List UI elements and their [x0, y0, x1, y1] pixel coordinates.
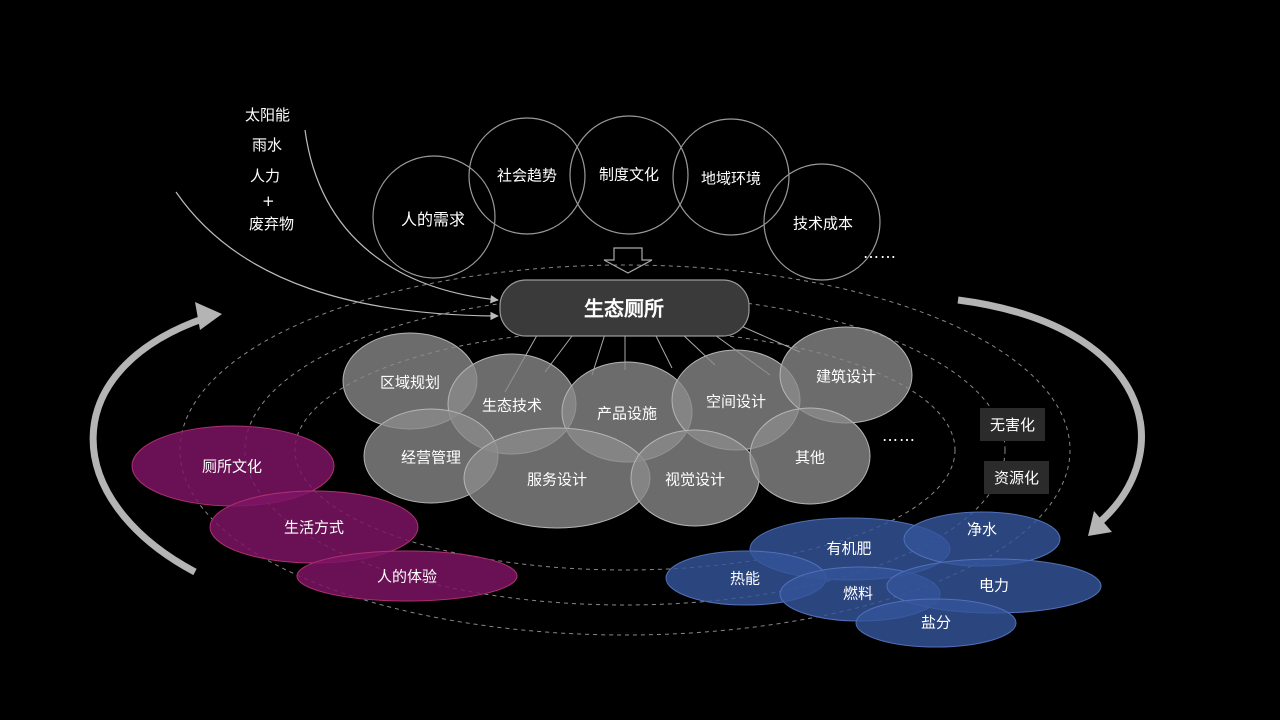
factor-label: 人的需求: [400, 210, 466, 229]
left-cycle-arrow: [89, 314, 207, 576]
center-title: 生态厕所: [584, 296, 664, 321]
culture-label: 厕所文化: [201, 457, 263, 476]
component-label: 视觉设计: [664, 470, 726, 489]
component-label: 空间设计: [705, 392, 767, 411]
output-label: 盐分: [920, 613, 952, 632]
component-label: 经营管理: [400, 448, 462, 467]
component-label: 建筑设计: [815, 367, 877, 386]
input-rain: 雨水: [252, 136, 283, 154]
input-solar: 太阳能: [245, 106, 291, 124]
factor-label: 制度文化: [598, 165, 660, 184]
tag-resource: 资源化: [984, 461, 1050, 494]
factor-circle: [372, 155, 496, 279]
output-label: 有机肥: [826, 539, 872, 558]
component-label: 服务设计: [526, 470, 588, 489]
right-cycle-arrow: [957, 296, 1145, 525]
culture-label: 生活方式: [283, 518, 345, 537]
culture-ellipses: [131, 425, 518, 602]
culture-ellipse: [296, 550, 518, 602]
factors-more: ……: [863, 243, 897, 262]
component-bubble: [749, 407, 871, 505]
output-ellipses: [665, 511, 1102, 648]
output-label: 净水: [966, 520, 998, 539]
input-human: 人力: [250, 167, 281, 185]
right-arrow-head: [1088, 511, 1112, 536]
factor-circles: [372, 115, 881, 281]
culture-label: 人的体验: [376, 567, 438, 586]
component-label: 区域规划: [379, 373, 441, 392]
input-curves: [175, 129, 499, 321]
output-ellipse: [855, 598, 1017, 648]
component-label: 生态技术: [481, 396, 543, 415]
factor-circle: [763, 163, 881, 281]
component-bubbles: [342, 326, 913, 529]
factor-circle: [672, 118, 790, 236]
tag-harmless: 无害化: [980, 408, 1046, 441]
components-more: ……: [882, 426, 916, 445]
factor-circle: [569, 115, 689, 235]
output-label: 燃料: [842, 584, 874, 603]
factor-label: 地域环境: [700, 169, 762, 188]
center-pill: [499, 279, 750, 337]
output-label: 热能: [729, 569, 761, 588]
left-arrow-head: [195, 302, 222, 330]
factor-label: 社会趋势: [496, 166, 558, 185]
input-plus: +: [262, 192, 275, 210]
component-label: 其他: [794, 448, 826, 467]
output-label: 电力: [978, 576, 1010, 595]
factor-label: 技术成本: [792, 214, 854, 233]
factor-circle: [468, 117, 586, 235]
component-label: 产品设施: [596, 404, 658, 423]
down-arrow-icon: [603, 247, 653, 274]
input-waste: 废弃物: [249, 215, 295, 233]
cycle-arrows: [89, 296, 1145, 576]
